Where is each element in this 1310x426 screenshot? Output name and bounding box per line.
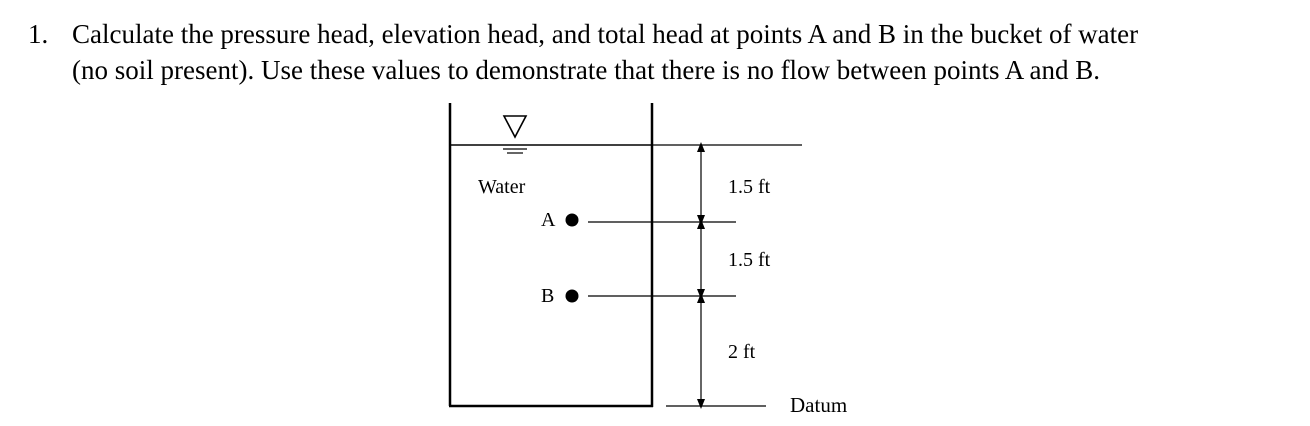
dimension-label-top: 1.5 ft: [728, 176, 771, 198]
point-a-marker: [565, 213, 579, 227]
question-number: 1.: [28, 19, 49, 49]
dimension-label-bottom: 2 ft: [728, 341, 756, 363]
question-text-line-2: (no soil present). Use these values to d…: [72, 55, 1101, 85]
question-text-line-1: Calculate the pressure head, elevation h…: [72, 19, 1139, 49]
point-b-label: B: [541, 285, 554, 307]
water-table-symbol-icon: [502, 115, 528, 154]
water-label: Water: [478, 176, 526, 198]
bucket: [448, 103, 654, 408]
datum-label: Datum: [790, 393, 847, 417]
point-a-label: A: [541, 209, 556, 231]
dimension-label-middle: 1.5 ft: [728, 249, 771, 271]
point-b-marker: [565, 289, 579, 303]
